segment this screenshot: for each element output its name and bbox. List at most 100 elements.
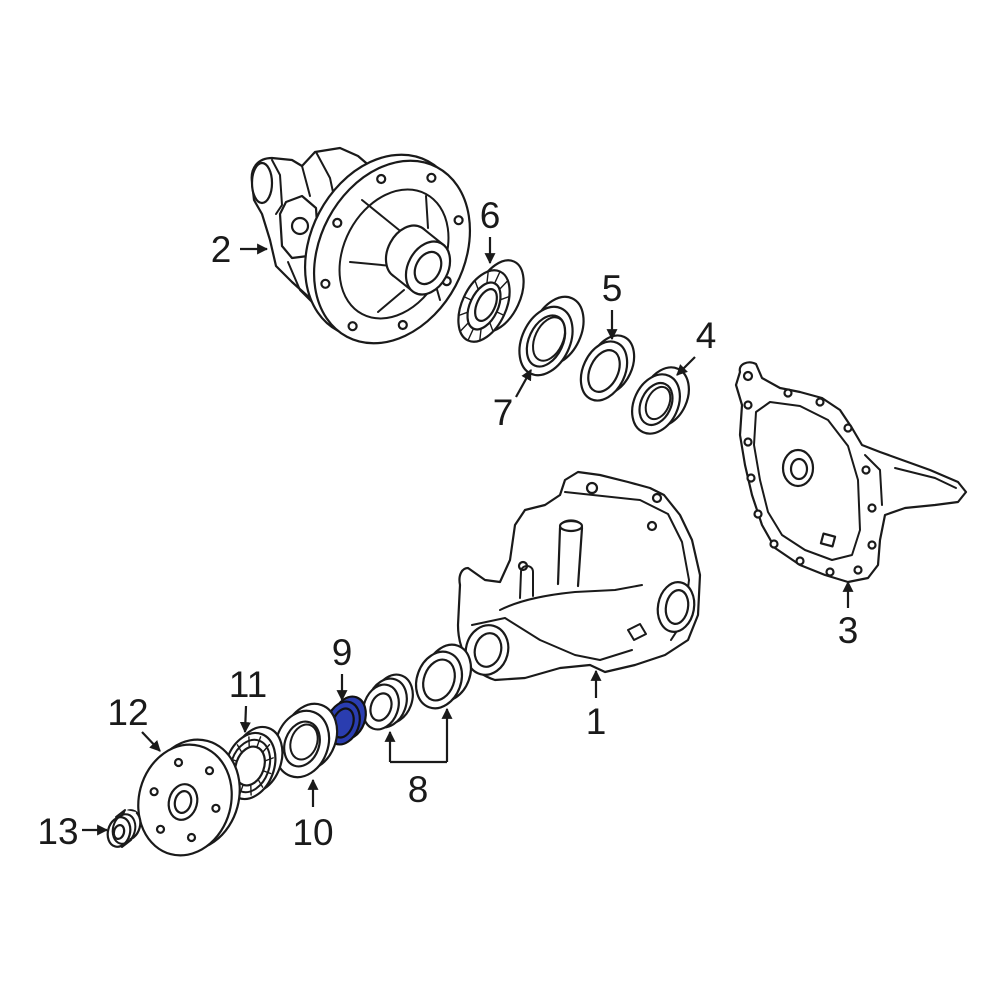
cover-tab-hole [742,370,754,382]
part-2-differential-case [250,146,472,345]
race-inner-edge [532,316,566,362]
bolt-hole [825,567,835,577]
part-13-nut [106,809,142,848]
roller [464,296,472,301]
bolt-hole [843,423,853,433]
part-1-axle-housing [456,470,702,682]
bolt-hole [347,321,358,332]
case-edge-line [301,165,311,197]
cover-square-tab [819,532,837,548]
bearing-bore [234,745,266,787]
callout-8: 8 [384,707,453,810]
callout-11: 11 [229,664,267,734]
callout-8-label: 8 [408,769,429,810]
case-stub-side [271,159,283,215]
housing-left-rib [519,565,534,599]
case-end-stub [250,161,274,205]
callout-3-label: 3 [838,610,859,651]
callout-12-arrow [141,731,161,752]
bolt-hole [861,465,871,475]
housing-bolt-boss [585,481,599,495]
bolt-hole [204,766,215,776]
part-8-bearing-cone [362,673,414,731]
callout-7: 7 [493,369,532,433]
nut-flat [111,813,137,845]
callout-12-label: 12 [107,692,148,733]
housing-bolt-boss [646,520,658,532]
spoke [425,195,429,229]
cone-bore [369,692,393,722]
callout-2-label: 2 [211,229,232,270]
callout-1-label: 1 [586,701,607,742]
nut-bore [112,824,126,840]
bearing-rollers [459,271,509,341]
part-4-seal [631,366,690,435]
roller [459,311,469,316]
callout-7-label: 7 [493,392,514,433]
part-8-pinion-bearing-set [362,643,473,731]
housing-lower-ridge [471,617,633,661]
cover-boss-hole [789,457,809,481]
roller [256,736,262,747]
callout-3: 3 [838,580,859,651]
bolt-hole [149,787,159,797]
callout-9-label: 9 [332,632,353,673]
spoke [349,261,393,267]
bolt-hole [746,473,756,483]
bolt-hole [376,173,387,185]
roller [263,770,272,775]
bolt-hole [211,803,221,813]
roller [467,328,475,341]
case-window-boss [290,216,310,236]
flange-bore [173,790,193,814]
housing-mid-ridge [499,584,643,611]
bolt-hole [743,400,753,410]
callout-9: 9 [332,632,353,702]
roller [262,743,271,753]
spoke [377,289,405,313]
part-12-companion-flange [137,738,241,857]
part-6-bearing [457,259,525,343]
bolt-hole [397,319,408,331]
ring-hole [422,658,456,702]
housing-bolt-boss [651,492,663,504]
shim-hole [587,349,621,393]
part-8-race-ring [414,643,473,710]
bolt-hole [867,503,877,513]
bolt-hole [853,565,863,575]
bolt-hole [795,556,805,566]
callout-5-label: 5 [602,268,623,309]
callout-6: 6 [480,195,501,265]
roller [265,757,274,762]
callout-7-arrow [515,369,532,398]
roller [486,271,489,285]
callout-10-label: 10 [292,812,333,853]
callout-13-label: 13 [37,811,78,852]
flange-spokes [349,195,441,313]
callout-6-label: 6 [480,195,501,236]
race-inner-edge [289,723,319,761]
bolt-hole [332,217,343,228]
bolt-hole [769,539,779,549]
callout-12: 12 [107,692,161,752]
case-hub [384,224,452,296]
callout-10: 10 [292,778,334,853]
flange-bolt-holes [149,757,221,843]
part-5-shim-ring [579,334,636,402]
bolt-hole [426,172,437,183]
cover-outline [734,361,968,584]
bolt-hole [815,397,825,407]
housing-pad [627,623,647,641]
cover-bracket-rib [864,454,883,506]
callout-5: 5 [602,268,623,341]
cover-inner-panel [753,401,861,561]
nut-side [115,809,126,818]
callout-4-arrow [676,356,696,376]
callout-2: 2 [211,229,269,270]
roller [489,321,494,332]
roller [499,296,509,301]
bolt-hole [783,388,793,398]
roller [236,744,243,753]
hub-bore [413,250,443,286]
